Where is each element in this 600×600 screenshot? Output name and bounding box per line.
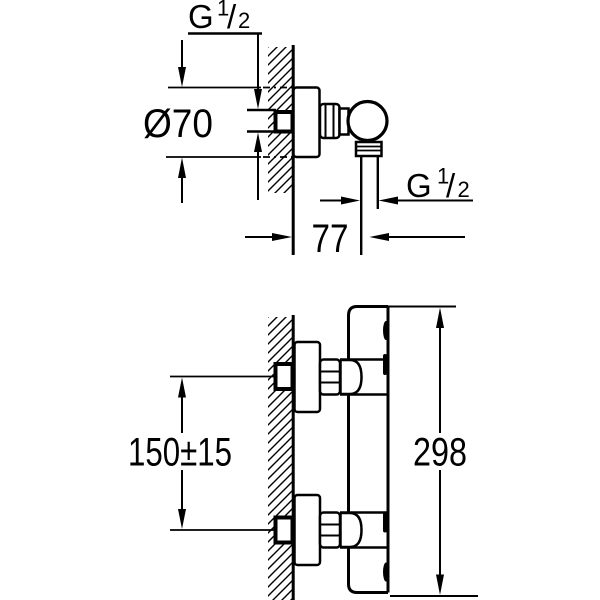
- handle-recess-bottom: [383, 511, 387, 533]
- wall-union-square-top: [273, 362, 295, 391]
- wall-hatching: [268, 317, 293, 600]
- union-cone-bottom: [339, 511, 363, 549]
- valve-body: [346, 99, 389, 143]
- top-view: G 1 / 2 Ø70 G 1 / 2: [143, 0, 473, 261]
- arrow-up: [436, 307, 444, 328]
- dim-wall-to-outlet: 77: [245, 217, 465, 261]
- front-view: 150±15 298: [128, 305, 478, 600]
- inlet-thread-text-g: G: [188, 0, 214, 35]
- escutcheon-diameter-text: Ø70: [143, 102, 213, 146]
- union-nut-top: [318, 358, 342, 396]
- handle-recess-top: [383, 354, 387, 375]
- arrow-left: [378, 196, 398, 205]
- handle-grip-mark-top: [383, 321, 389, 340]
- arrow-left: [369, 233, 389, 241]
- inlet-thread-text-slash: /: [227, 0, 237, 35]
- arrow-down: [178, 509, 186, 529]
- union-nut-bottom: [318, 511, 342, 549]
- escutcheon-bottom: [293, 493, 322, 567]
- inlet-thread-text-denominator: 2: [238, 8, 250, 33]
- dim-connection-spacing: 150±15: [128, 377, 232, 529]
- outlet-thread-text-numerator: 1: [437, 164, 449, 189]
- dim-escutcheon-diameter: Ø70: [143, 40, 261, 203]
- overall-height-text: 298: [413, 431, 467, 475]
- wall-union-square-bottom: [273, 515, 295, 545]
- arrow-down: [254, 89, 262, 109]
- arrow-down: [178, 67, 186, 87]
- arrow-right: [272, 233, 292, 241]
- mixer-body: [339, 305, 390, 594]
- arrow-up: [254, 132, 262, 152]
- outlet-thread-text-slash: /: [446, 167, 456, 204]
- arrow-down: [436, 574, 444, 595]
- union-cone-top: [339, 358, 363, 396]
- wall-to-outlet-text: 77: [312, 217, 349, 261]
- escutcheon: [292, 86, 321, 159]
- escutcheon-top: [293, 340, 322, 414]
- dim-outlet-thread: G 1 / 2: [320, 164, 473, 205]
- wall-union-square: [273, 110, 295, 134]
- connection-spacing-text: 150±15: [128, 431, 232, 475]
- outlet-thread-text-g: G: [406, 167, 432, 204]
- handle-grip-mark-bottom: [383, 562, 389, 582]
- arrow-right: [341, 196, 360, 205]
- arrow-up: [178, 157, 186, 178]
- inlet-thread-text-numerator: 1: [217, 0, 229, 21]
- body-top-outline: [347, 305, 388, 360]
- body-bottom-outline: [347, 547, 388, 594]
- outlet-collar: [354, 140, 383, 158]
- dim-inlet-thread: G 1 / 2: [188, 0, 262, 200]
- arrow-up: [178, 377, 186, 398]
- union-nut: [318, 102, 341, 140]
- dim-overall-height: 298: [388, 305, 478, 597]
- outlet-thread-text-denominator: 2: [458, 177, 470, 202]
